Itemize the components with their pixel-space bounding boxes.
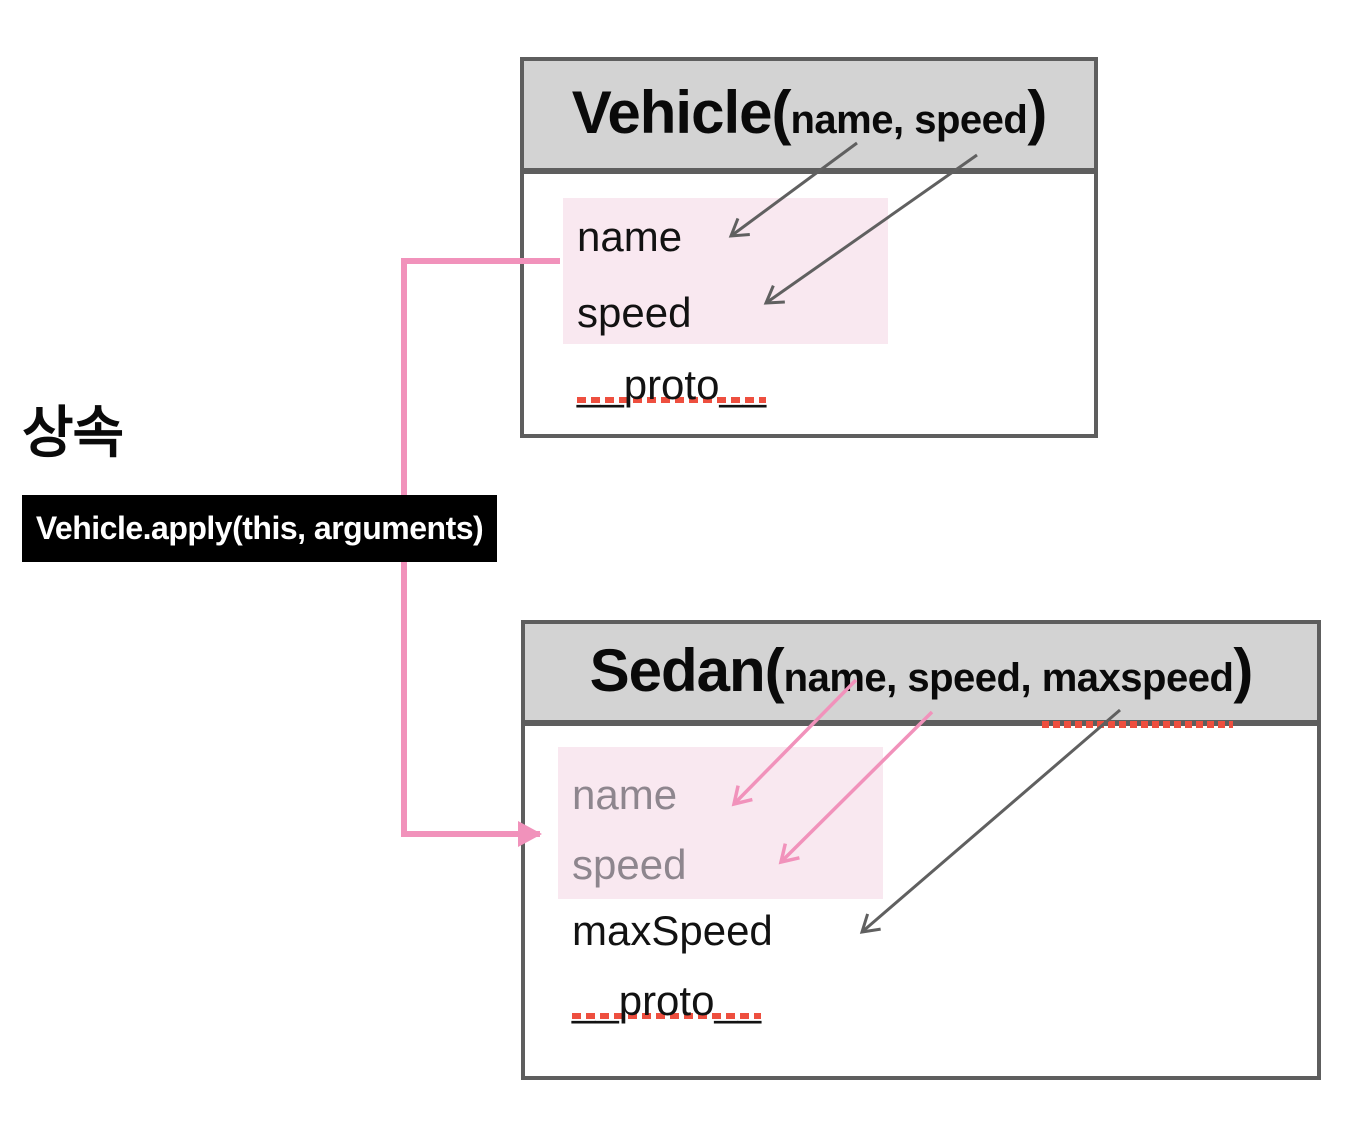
sedan-class-header: Sedan(name, speed, maxspeed) bbox=[525, 624, 1317, 728]
sedan-class-body: name speed maxSpeed __proto__ bbox=[525, 726, 1317, 1132]
sedan-field-name: name bbox=[572, 771, 678, 818]
vehicle-title-params: name, speed bbox=[790, 98, 1028, 142]
vehicle-proto-text: __proto__ bbox=[577, 361, 767, 409]
vehicle-title-main: Vehicle( bbox=[571, 79, 792, 146]
sedan-field-proto: __proto__ bbox=[572, 977, 762, 1025]
vehicle-class-body: name speed __proto__ bbox=[524, 174, 1094, 547]
vehicle-class-header: Vehicle(name, speed) bbox=[524, 61, 1094, 174]
vehicle-title-close: ) bbox=[1027, 79, 1047, 146]
sedan-field-maxspeed: maxSpeed bbox=[572, 907, 773, 954]
sedan-proto-text: __proto__ bbox=[572, 977, 762, 1025]
sedan-title-param-maxspeed: maxspeed bbox=[1041, 631, 1234, 728]
vehicle-class-box: Vehicle(name, speed) name speed __proto_… bbox=[520, 57, 1098, 438]
apply-call-label: Vehicle.apply(this, arguments) bbox=[22, 495, 497, 562]
sedan-field-speed: speed bbox=[572, 841, 687, 888]
vehicle-field-proto: __proto__ bbox=[577, 361, 767, 409]
sedan-title-params: name, speed, bbox=[783, 656, 1042, 700]
inheritance-label: 상속 bbox=[22, 401, 124, 464]
sedan-title-main: Sedan( bbox=[589, 637, 785, 704]
sedan-class-box: Sedan(name, speed, maxspeed) name speed … bbox=[521, 620, 1321, 1080]
sedan-title-close: ) bbox=[1233, 637, 1253, 704]
vehicle-field-name: name bbox=[577, 213, 683, 260]
vehicle-field-speed: speed bbox=[577, 289, 692, 336]
